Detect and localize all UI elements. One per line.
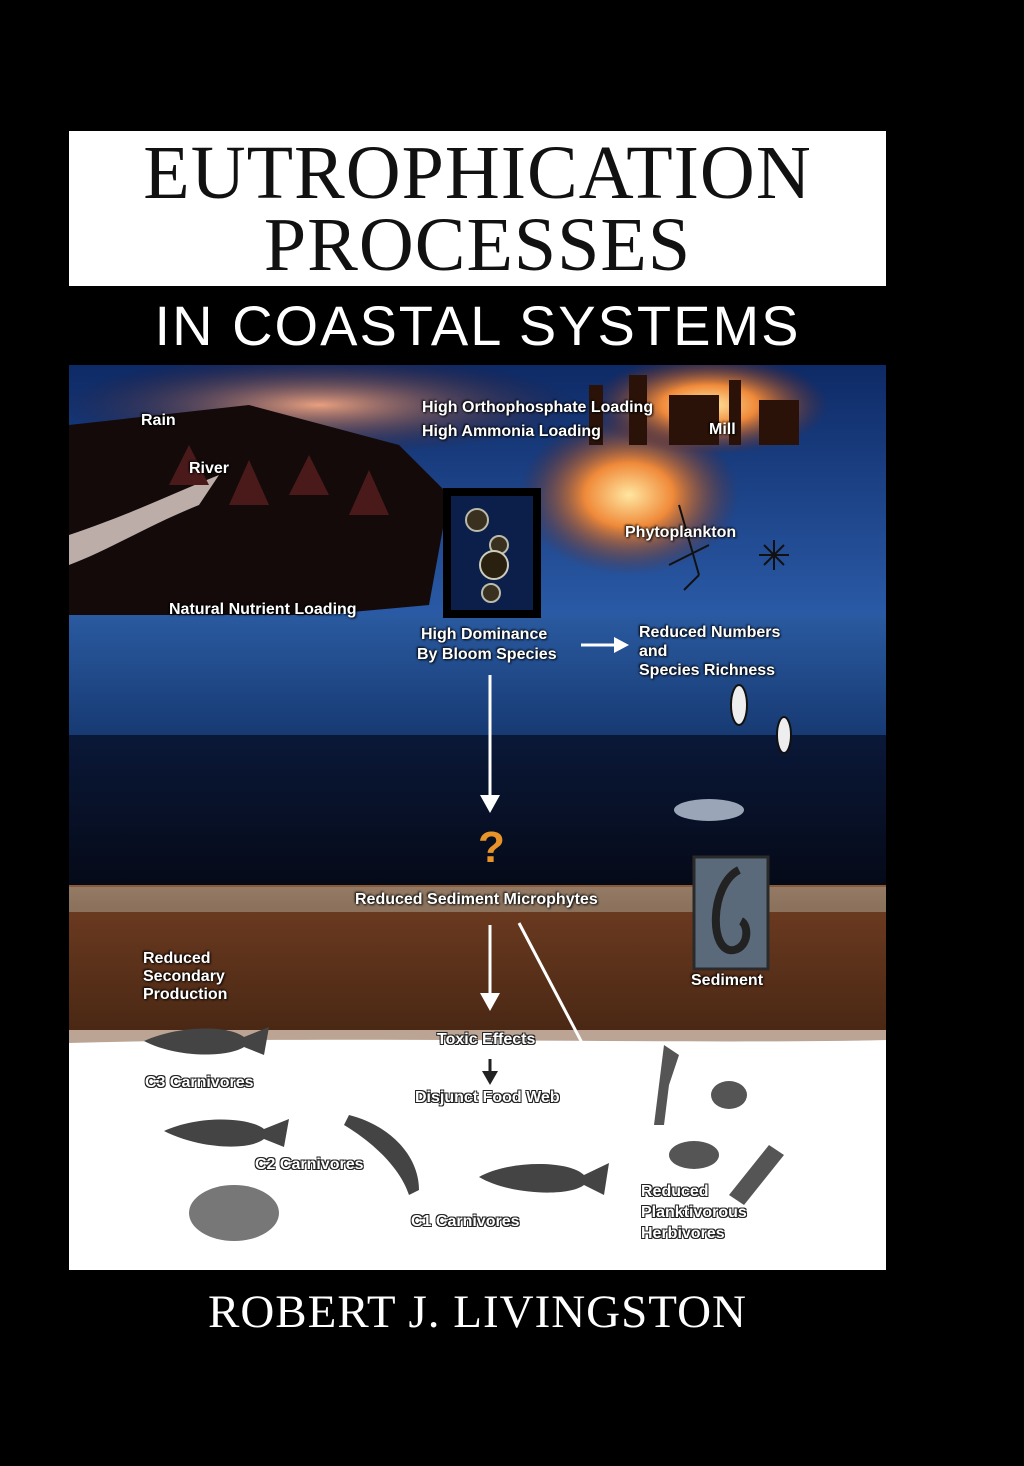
label-reduced-numbers-3: Species Richness xyxy=(639,662,776,679)
question-mark: ? xyxy=(478,823,505,872)
flow-arrows xyxy=(480,637,649,1173)
label-toxic-effects: Toxic Effects xyxy=(437,1031,536,1048)
c2-fish-icon xyxy=(164,1119,289,1147)
forest xyxy=(69,405,449,615)
label-c2-carnivores: C2 Carnivores xyxy=(255,1156,364,1173)
label-mill: Mill xyxy=(709,421,736,438)
label-disjunct-food-web: Disjunct Food Web xyxy=(415,1089,560,1106)
label-secondary-2: Secondary xyxy=(143,968,225,985)
bloom-cells-icon xyxy=(465,508,509,603)
cover-illustration: Rain River High Orthophosphate Loading H… xyxy=(69,365,886,1270)
ecosystem-scene xyxy=(69,365,886,1270)
food-web-area xyxy=(69,1030,886,1270)
mill-plume xyxy=(519,415,739,575)
label-sediment-microphytes: Reduced Sediment Microphytes xyxy=(355,891,598,908)
label-c1-carnivores: C1 Carnivores xyxy=(411,1213,520,1230)
label-dominance-1: High Dominance xyxy=(421,626,548,643)
label-dominance-2: By Bloom Species xyxy=(417,646,557,663)
sediment-edge xyxy=(69,1030,886,1043)
label-reduced-numbers-1: Reduced Numbers xyxy=(639,624,781,641)
subtitle: IN COASTAL SYSTEMS xyxy=(154,294,801,357)
water-surface xyxy=(69,615,886,735)
label-c3-carnivores: C3 Carnivores xyxy=(145,1074,254,1091)
trees xyxy=(169,445,389,515)
label-herbivores-2: Planktivorous xyxy=(641,1204,747,1221)
label-ammonia: High Ammonia Loading xyxy=(422,423,601,440)
label-natural-loading: Natural Nutrient Loading xyxy=(169,601,357,618)
flounder-icon xyxy=(189,1185,279,1241)
label-sediment: Sediment xyxy=(691,972,764,989)
label-reduced-numbers-2: and xyxy=(639,643,668,660)
invertebrate-icons xyxy=(654,1045,784,1205)
zooplankton-icon xyxy=(730,684,792,754)
label-secondary-3: Production xyxy=(143,986,228,1003)
phytoplankton-icon xyxy=(668,504,789,591)
c1-fish-icon xyxy=(479,1163,609,1195)
shrimp-icon xyxy=(344,1115,419,1195)
title-line-1: EUTROPHICATION xyxy=(143,131,812,215)
author-name: ROBERT J. LIVINGSTON xyxy=(208,1286,747,1338)
label-phytoplankton: Phytoplankton xyxy=(625,524,737,541)
label-herbivores-3: Herbivores xyxy=(641,1225,725,1242)
label-orthophosphate: High Orthophosphate Loading xyxy=(422,399,654,416)
label-river: River xyxy=(189,460,230,477)
mill-icon xyxy=(589,375,799,445)
c3-fish-icon xyxy=(144,1027,269,1055)
arrow-diagonal xyxy=(517,922,643,1156)
label-secondary-1: Reduced xyxy=(143,950,211,967)
small-fish-icon xyxy=(674,799,744,821)
fish-icons xyxy=(144,1027,609,1241)
label-herbivores-1: Reduced xyxy=(641,1183,709,1200)
worm-icon xyxy=(711,866,751,955)
label-rain: Rain xyxy=(141,412,176,429)
title-box: EUTROPHICATION PROCESSES xyxy=(69,131,886,286)
toxic-arrow xyxy=(482,1059,498,1085)
title-line-2: PROCESSES xyxy=(263,203,692,287)
river xyxy=(69,475,219,565)
